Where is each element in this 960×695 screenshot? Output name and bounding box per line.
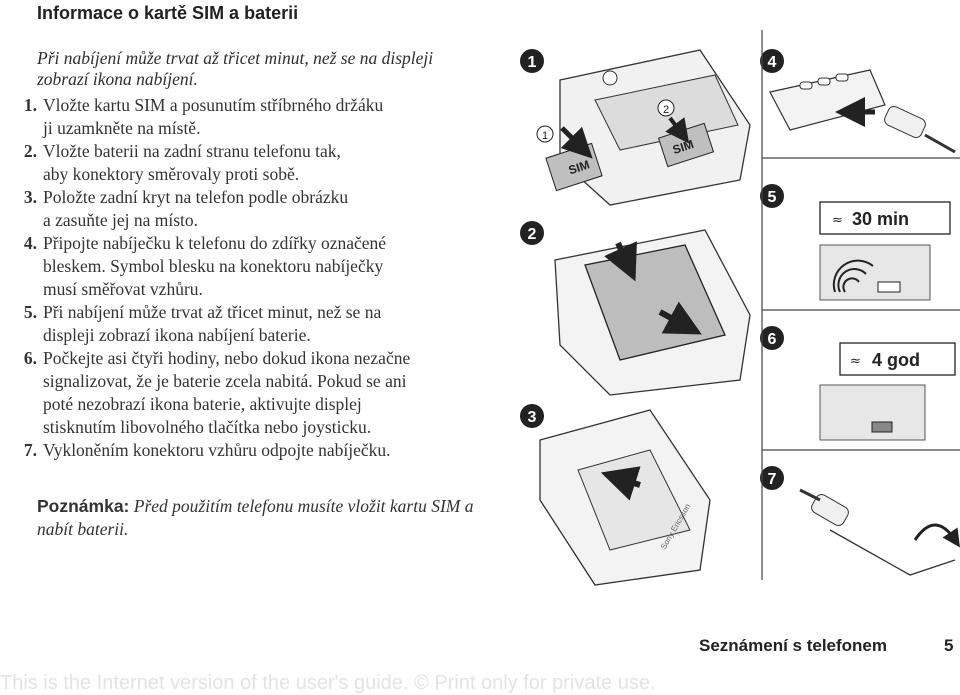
step-number: 6. [23,348,37,368]
step-badge-2: 2 [520,221,544,245]
step-badge-5-label: 5 [768,189,777,206]
step-item: 6. Počkejte asi čtyři hodiny, nebo dokud … [9,347,479,439]
step-text: Vložte baterii na zadní stranu telefonu … [43,141,341,184]
step-badge-7-label: 7 [768,471,777,488]
step-number: 3. [23,187,37,207]
step-text: Při nabíjení může trvat až třicet minut,… [43,302,382,345]
step-item: 3. Položte zadní kryt na telefon podle ob… [9,186,479,232]
battery-icon [877,281,901,293]
display-screen-1 [819,244,931,301]
step-item: 2. Vložte baterii na zadní stranu telefon… [9,140,479,186]
step-number: 7. [23,440,37,460]
battery-insert-drawing [554,229,751,396]
step-badge-6: 6 [760,326,784,350]
approx-icon: ≈ [832,213,843,228]
step-number: 4. [23,233,37,253]
sim-insert-drawing: SIM SIM 1 2 [536,49,751,206]
sub-step-1: 1 [542,130,548,142]
assembly-illustration: 1 2 3 4 5 6 7 SIM SIM 1 [520,30,960,586]
note-text: Před použitím telefonu musíte vložit kar… [37,496,474,539]
approx-icon: ≈ [850,354,861,369]
step-badge-1: 1 [520,49,544,73]
step-badge-3: 3 [520,404,544,428]
section-title: Seznámení s telefonem [699,636,888,655]
step-text: Počkejte asi čtyři hodiny, nebo dokud ik… [43,348,411,437]
step-text: Položte zadní kryt na telefon podle obrá… [43,187,349,230]
step-badge-5: 5 [760,184,784,208]
charge-30-label: 30 min [852,209,909,229]
charge-4-hours-panel: ≈ 4 god [819,342,956,441]
step-badge-4-label: 4 [768,54,777,71]
charge-30-min-panel: ≈ 30 min [819,201,951,301]
charge-4-label: 4 god [872,350,920,370]
watermark: This is the Internet version of the user… [0,672,656,694]
step-badge-4: 4 [760,49,784,73]
step-item: 5. Při nabíjení může trvat až třicet minu… [9,301,479,347]
step-badge-1-label: 1 [528,54,537,71]
step-badge-7: 7 [760,466,784,490]
step-badge-3-label: 3 [528,409,537,426]
note: Poznámka: Před použitím telefonu musíte … [37,495,477,541]
step-text: Připojte nabíječku k telefonu do zdířky … [43,233,387,299]
intro-text: Při nabíjení může trvat až třicet minut,… [37,48,434,89]
step-number: 5. [23,302,37,322]
back-cover-drawing: Sony Ericsson [539,409,711,586]
step-number: 2. [23,141,37,161]
step-item: 1. Vložte kartu SIM a posunutím stříbrnéh… [9,94,479,140]
page-heading: Informace o kartě SIM a baterii [37,3,299,23]
charger-connect-drawing [769,69,956,154]
step-badge-2-label: 2 [528,226,537,243]
sub-step-2: 2 [663,104,669,116]
step-item: 7. Vykloněním konektoru vzhůru odpojte na… [9,439,479,462]
steps-list: 1. Vložte kartu SIM a posunutím stříbrnéh… [9,94,479,462]
charger-disconnect-drawing [799,488,960,576]
step-text: Vložte kartu SIM a posunutím stříbrného … [43,95,384,138]
step-badge-6-label: 6 [768,331,777,348]
battery-full-icon [871,421,893,433]
step-text: Vykloněním konektoru vzhůru odpojte nabí… [43,440,391,460]
step-number: 1. [23,95,37,115]
page-number: 5 [944,636,954,655]
note-label: Poznámka: [37,496,130,516]
step-item: 4. Připojte nabíječku k telefonu do zdířk… [9,232,479,301]
sim-card-1-label: SIM [567,158,592,178]
